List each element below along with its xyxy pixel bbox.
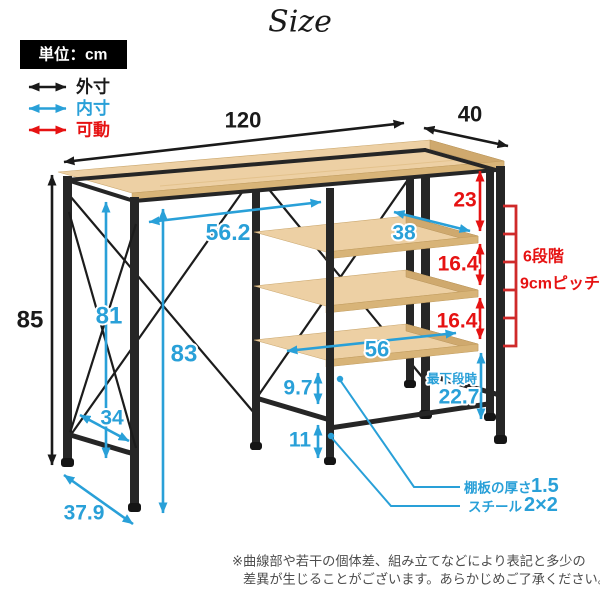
dim-inner-height-left-value: 81	[96, 303, 123, 330]
desk-foot-front-right	[494, 435, 507, 444]
inner-dimensions: 56.2 81 83 34 37.9 38 56 9.7 11 最下段時 22.…	[62, 198, 486, 527]
legend: 外寸 内寸 可動	[28, 77, 110, 140]
dim-width-value: 120	[225, 108, 262, 133]
rack-foot-back-left	[250, 442, 262, 450]
dim-height-value: 85	[17, 307, 44, 334]
dim-top-gap-value: 23	[453, 189, 476, 212]
dim-width-arrow	[63, 119, 405, 166]
legend-movable-label: 可動	[76, 120, 110, 140]
desk-leg-front-left	[130, 197, 139, 510]
dim-leg-depth-arrow	[79, 413, 130, 443]
footnote: ※曲線部や若干の個体差、組み立てなどにより表記と多少の 差異が生じることがござい…	[232, 553, 600, 587]
page-title: Size	[268, 5, 332, 40]
dim-shelf-width-arrow	[286, 329, 457, 355]
shelf-thickness-leader	[339, 379, 460, 488]
dim-floor-depth-value: 37.9	[64, 502, 105, 525]
dim-shelf-depth-value: 38	[392, 222, 416, 245]
rack-foot-front-left	[324, 457, 336, 465]
desk-leg-front-right	[496, 166, 505, 443]
pitch-bracket	[503, 204, 518, 348]
unit-badge-box	[20, 40, 127, 69]
desk-leg-back-left	[63, 176, 72, 466]
dim-bottom-clear-value: 11	[289, 429, 312, 452]
steel-label: スチール	[468, 500, 522, 515]
dim-depth-arrow	[423, 125, 509, 149]
callouts: 棚板の厚さ 1.5 スチール 2×2	[327, 375, 559, 516]
dim-lowest-value: 22.7	[439, 386, 480, 409]
rack-foot-front-right	[484, 413, 496, 421]
shelf-thickness-label: 棚板の厚さ	[464, 480, 532, 496]
outer-dimensions: 120 40 85	[15, 100, 509, 466]
footnote-line1: ※曲線部や若干の個体差、組み立てなどにより表記と多少の	[232, 553, 586, 569]
unit-badge-label: 単位：cm	[39, 45, 108, 64]
shelf-middle	[253, 269, 479, 314]
rack-leg-back-left	[252, 168, 260, 450]
footnote-line2: 差異が生じることがございます。あらかじめご了承ください。	[243, 571, 600, 587]
rack-foot-back-right	[404, 380, 416, 388]
rack-stretcher-front	[327, 401, 491, 431]
dim-inner-height-right-value: 83	[171, 341, 198, 368]
dim-shelf-width-value: 56	[365, 337, 389, 362]
desk-top	[57, 139, 505, 203]
legend-inner-label: 内寸	[76, 98, 110, 118]
movable-dimensions: 23 16.4 16.4 6段階 9cmピッチ	[435, 170, 600, 348]
dim-inner-width-arrow	[148, 198, 322, 226]
rack-stretcher-left	[253, 395, 333, 423]
pitch-steps-line1: 6段階	[523, 247, 564, 266]
desk-foot-front-left	[128, 503, 141, 512]
dim-leg-depth-value: 34	[100, 407, 124, 430]
dim-gap1-value: 16.4	[438, 253, 479, 276]
legend-outer-label: 外寸	[76, 77, 110, 97]
dim-inner-width-value: 56.2	[206, 219, 251, 245]
dim-depth-value: 40	[458, 102, 482, 127]
desk-foot-back-left	[61, 458, 74, 467]
dim-floor-depth-arrow	[63, 473, 134, 526]
steel-value: 2×2	[524, 494, 558, 516]
dim-gap2-value: 16.4	[437, 310, 478, 333]
pitch-steps-line2: 9cmピッチ	[520, 275, 600, 293]
rack-leg-back-right	[406, 152, 414, 388]
rack-leg-front-right	[486, 172, 494, 421]
rack-leg-front-left	[326, 188, 334, 465]
dim-lowest-label: 最下段時	[427, 371, 478, 386]
dim-under-shelf-value: 9.7	[283, 377, 312, 400]
desk-stretcher-left	[64, 431, 137, 457]
dim-shelf-depth-arrow	[393, 210, 471, 233]
steel-leader	[330, 436, 460, 507]
shelf-thickness-value: 1.5	[531, 475, 559, 497]
